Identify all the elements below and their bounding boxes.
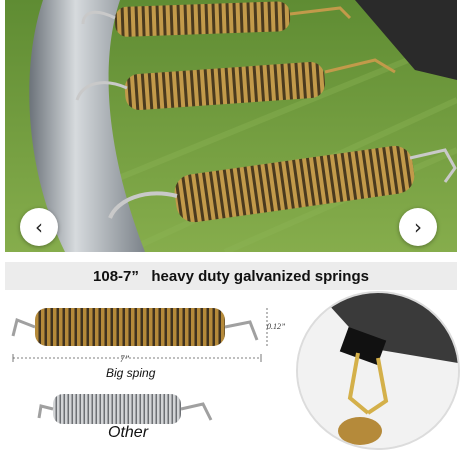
other-spring-label: Other [108, 424, 149, 441]
hook-detail-image [298, 293, 458, 448]
product-image-main: ‹ › [5, 0, 457, 252]
previous-image-button[interactable]: ‹ [20, 208, 58, 246]
spring-diameter-label: 0.12” [267, 322, 286, 331]
chevron-left-icon: ‹ [35, 215, 43, 239]
spring-length-label: 7” [120, 354, 130, 364]
spring-comparison-graphic [11, 308, 268, 424]
other-spring-shape [53, 394, 181, 424]
next-image-button[interactable]: › [399, 208, 437, 246]
hook-detail-closeup [296, 291, 460, 450]
product-caption: 108-7” heavy duty galvanized springs [5, 262, 457, 290]
springs-photo [5, 0, 457, 252]
chevron-right-icon: › [414, 215, 422, 239]
big-spring-label: Big sping [106, 366, 156, 380]
big-spring-shape [35, 308, 225, 346]
spring-comparison-diagram [5, 294, 305, 446]
